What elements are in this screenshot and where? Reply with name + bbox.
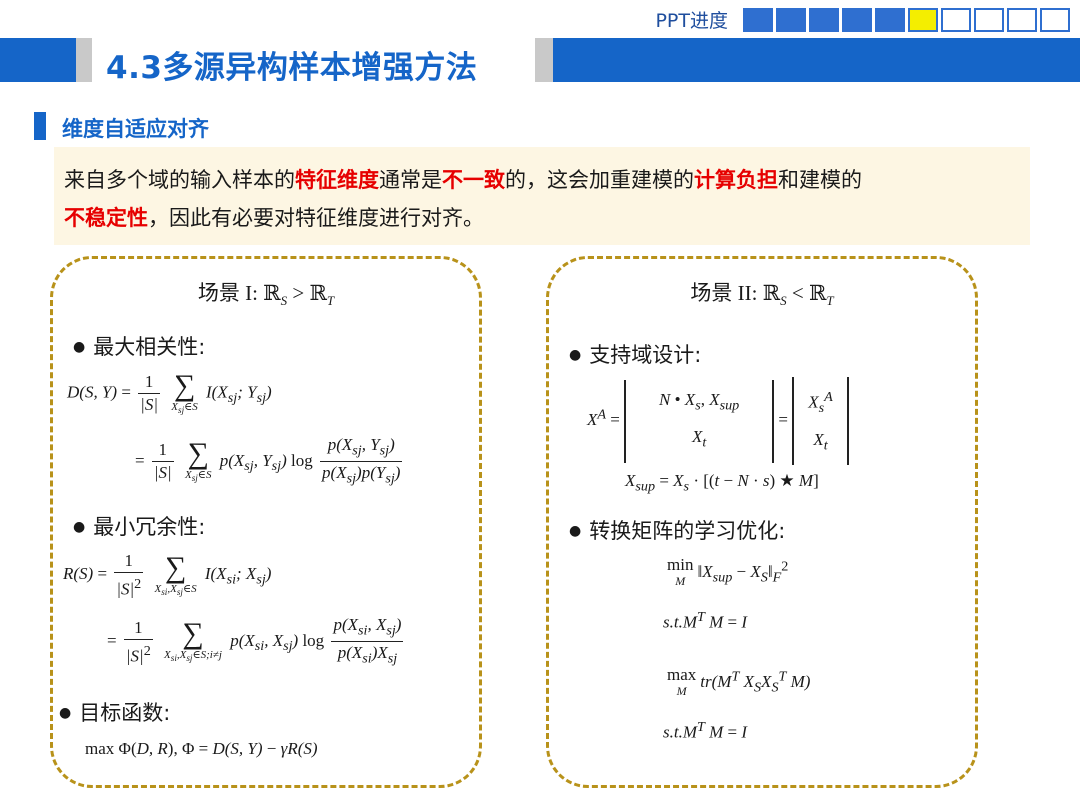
title-bar-inner xyxy=(92,38,535,82)
scenario-one-panel: 场景 I: ℝS > ℝT 最大相关性: D(S, Y) = 1|S| ∑Xsj… xyxy=(50,256,482,788)
progress-box-9 xyxy=(1007,7,1037,32)
max-relevance-label: 最大相关性: xyxy=(73,331,205,361)
title-bar xyxy=(0,38,1080,82)
title-bar-accent-right xyxy=(535,38,553,82)
intro-highlight: 特征维度 xyxy=(295,168,379,192)
max-relevance-formula-1: D(S, Y) = 1|S| ∑Xsj∈S I(Xsj; Ysj) xyxy=(67,369,272,416)
min-redundancy-label: 最小冗余性: xyxy=(73,511,205,541)
intro-text-part: ，因此有必要对特征维度进行对齐。 xyxy=(148,206,484,230)
max-relevance-formula-2: = 1|S| ∑Xsj∈S p(Xsj, Ysj) log p(Xsj, Ysj… xyxy=(135,435,403,487)
scenario-two-title: 场景 II: ℝS < ℝT xyxy=(690,281,834,309)
page-title: 4.3多源异构样本增强方法 xyxy=(106,50,478,86)
support-domain-sup-formula: Xsup = Xs · [(t − N · s) ★ M] xyxy=(625,471,819,495)
scenario-two-panel: 场景 II: ℝS < ℝT 支持域设计: XA = N • Xs, Xsup … xyxy=(546,256,978,788)
min-redundancy-formula-1: R(S) = 1|S|2 ∑Xsi,Xsj∈S I(Xsi; Xsj) xyxy=(63,550,272,599)
intro-text-part: 通常是 xyxy=(379,168,442,192)
progress-box-1 xyxy=(743,7,773,32)
progress-box-7 xyxy=(941,7,971,32)
progress-boxes xyxy=(740,7,1070,32)
intro-text-part: 来自多个域的输入样本的 xyxy=(64,168,295,192)
support-domain-formula: XA = N • Xs, Xsup Xt = XsA Xt xyxy=(587,377,849,466)
progress-box-4 xyxy=(842,7,872,32)
intro-text: 来自多个域的输入样本的特征维度通常是不一致的，这会加重建模的计算负担和建模的 不… xyxy=(54,147,1030,245)
intro-highlight: 不一致 xyxy=(442,168,505,192)
intro-text-part: 和建模的 xyxy=(778,168,862,192)
title-bar-accent-left xyxy=(76,38,92,82)
objective-label: 目标函数: xyxy=(59,697,170,727)
progress-box-2 xyxy=(776,7,806,32)
progress-box-8 xyxy=(974,7,1004,32)
support-domain-label: 支持域设计: xyxy=(569,339,701,369)
progress-box-3 xyxy=(809,7,839,32)
intro-highlight: 不稳定性 xyxy=(64,206,148,230)
intro-text-part: 的，这会加重建模的 xyxy=(505,168,694,192)
section-title: 维度自适应对齐 xyxy=(62,117,209,141)
scenario-one-title: 场景 I: ℝS > ℝT xyxy=(197,281,335,309)
optimization-constraint-2: s.t.MT M = I xyxy=(663,719,748,742)
intro-highlight: 计算负担 xyxy=(694,168,778,192)
progress-box-10 xyxy=(1040,7,1070,32)
min-redundancy-formula-2: = 1|S|2 ∑Xsi,Xsj∈S;i≠j p(Xsi, Xsj) log p… xyxy=(107,615,404,667)
progress-indicator: PPT进度 xyxy=(655,6,1070,33)
progress-box-6 xyxy=(908,7,938,32)
section-marker xyxy=(34,112,46,140)
progress-label: PPT进度 xyxy=(655,10,728,32)
progress-box-5 xyxy=(875,7,905,32)
optimization-constraint-1: s.t.MT M = I xyxy=(663,609,748,632)
objective-formula: max Φ(D, R), Φ = D(S, Y) − γR(S) xyxy=(85,739,318,758)
transform-matrix-label: 转换矩阵的学习优化: xyxy=(569,515,785,545)
